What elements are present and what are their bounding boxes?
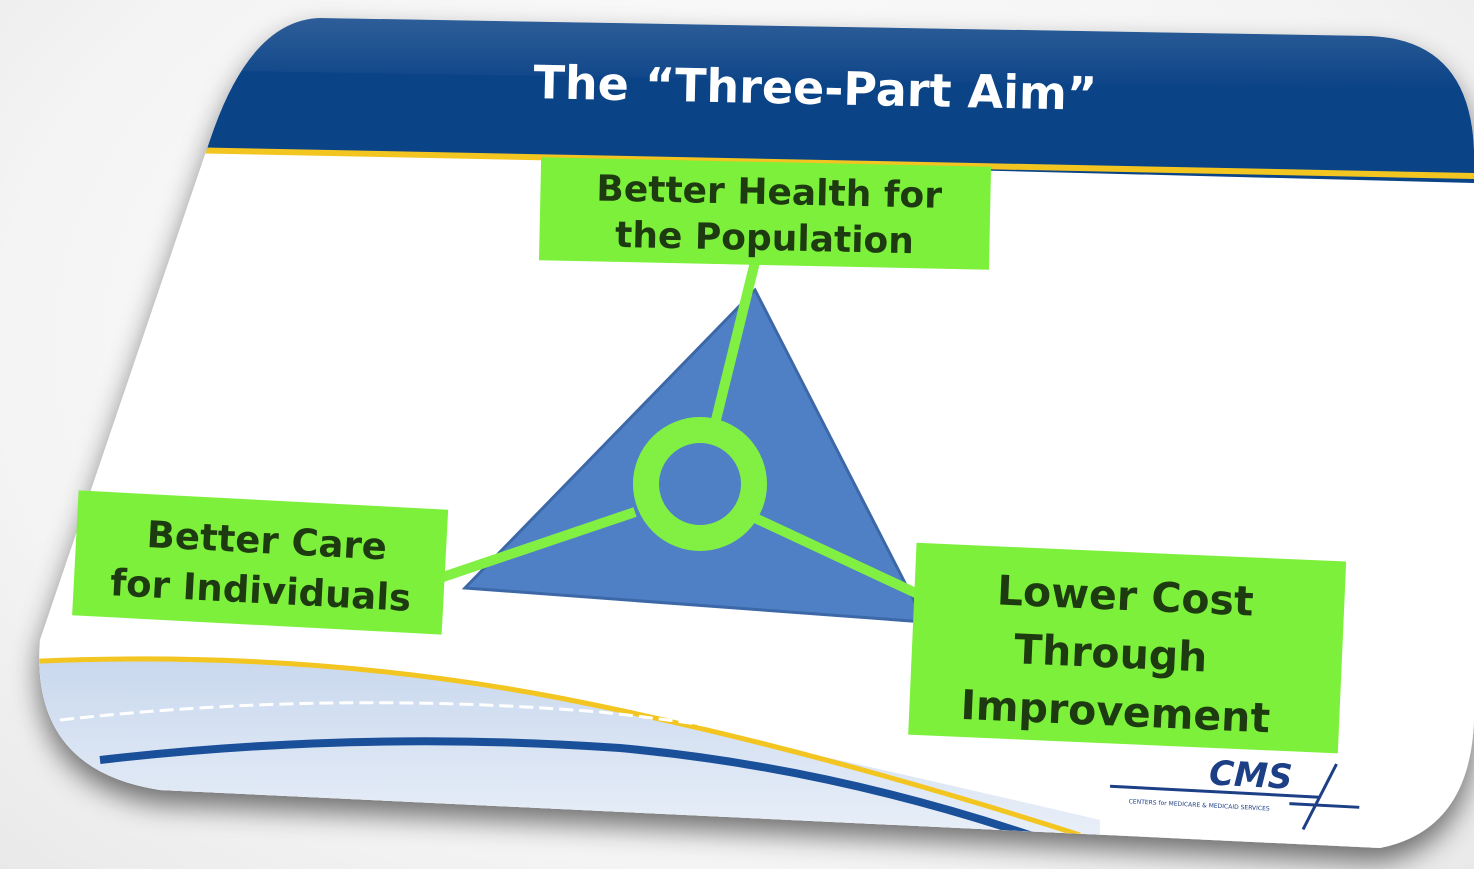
center-ring-hole (668, 452, 732, 516)
aim-top-line-1: Better Health for (596, 168, 943, 216)
wave-line-white (59, 701, 1061, 802)
connector-top (705, 260, 760, 446)
cms-logo-text: CMS (1208, 753, 1293, 797)
svg-text:Lower Cost Through: Lower Cost Through Improvement (960, 565, 1276, 742)
connector-right (752, 513, 938, 607)
cms-logo: CMS CENTERS for MEDICARE & MEDICAID SERV… (1109, 753, 1360, 831)
aim-right-line-1: Lower Cost (996, 566, 1255, 625)
aim-box-top: Better Health for the Population (539, 157, 992, 270)
wave-line-blue (99, 737, 1102, 848)
aim-top-line-2: the Population (615, 215, 915, 262)
svg-text:Better Health for the: Better Health for the Population (595, 168, 955, 262)
header-rule (179, 147, 1474, 179)
slide-title: The “Three-Part Aim” (533, 55, 1098, 121)
aim-right-line-2: Through (1013, 625, 1208, 681)
connectors (438, 260, 938, 607)
connector-left (438, 507, 637, 583)
center-ring-icon (633, 417, 767, 551)
aim-box-left: Better Care for Individuals (72, 490, 449, 635)
aim-box-right: Lower Cost Through Improvement (908, 542, 1347, 754)
wave-line-yellow (39, 656, 1081, 838)
